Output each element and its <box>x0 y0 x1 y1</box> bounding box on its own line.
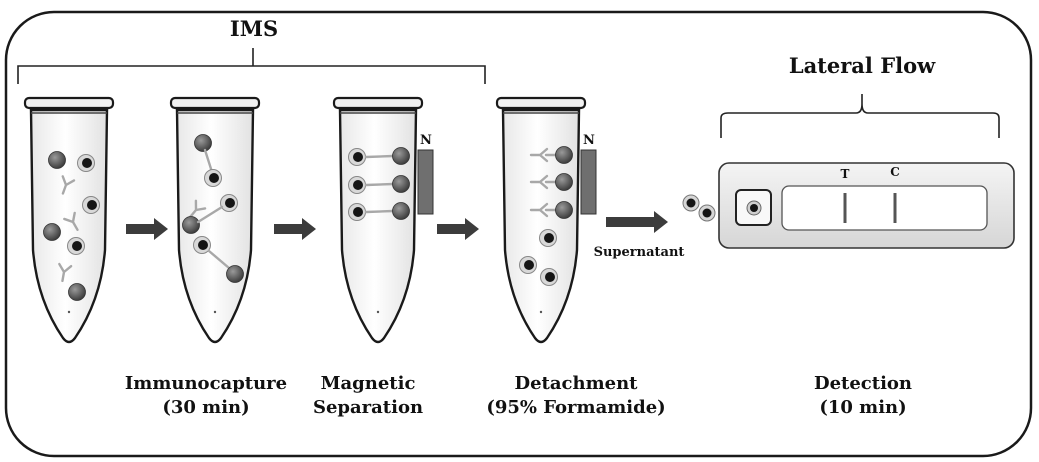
antibody-link <box>364 182 395 187</box>
tube-rim <box>23 96 115 110</box>
magnetic-bead <box>194 134 212 152</box>
test-tube <box>169 96 261 344</box>
antibody <box>58 262 73 283</box>
lateral-flow-cassette <box>718 162 1015 249</box>
antibody-link <box>364 209 395 214</box>
supernatant-label: Supernatant <box>593 245 685 260</box>
target-core <box>209 173 219 183</box>
antibody <box>529 202 549 218</box>
tube-body <box>175 108 255 344</box>
process-arrow <box>274 218 316 240</box>
ims-label: IMS <box>229 16 279 41</box>
antibody <box>189 199 207 219</box>
magnetic-bead <box>43 223 61 241</box>
magnet-label: N <box>420 133 432 148</box>
tube-rim <box>332 96 424 110</box>
tube-rim <box>495 96 587 110</box>
test-tube <box>495 96 587 344</box>
antibody <box>529 174 549 190</box>
magnet-label: N <box>583 133 595 148</box>
target-core <box>72 241 82 251</box>
step-detail: (10 min) <box>819 397 907 418</box>
arrow-group <box>126 211 668 240</box>
tube-body <box>338 108 418 344</box>
target-core <box>544 233 554 243</box>
step-caption-detection: Detection (10 min) <box>788 372 938 420</box>
tube-tip-dot <box>376 310 380 314</box>
process-arrow <box>126 218 168 240</box>
target-core <box>353 152 363 162</box>
target-core <box>353 207 363 217</box>
magnet-bar <box>580 149 597 215</box>
antibody <box>63 211 79 231</box>
magnetic-bead <box>555 173 573 191</box>
test-tube <box>23 96 115 344</box>
step-name: Detection <box>813 373 913 394</box>
target-core <box>545 272 555 282</box>
antibody-link <box>207 249 231 270</box>
process-arrow <box>606 211 668 233</box>
step-caption-magnetic-separation: Magnetic Separation <box>293 372 443 420</box>
tube-tip-dot <box>539 310 543 314</box>
tube-rim <box>169 96 261 110</box>
step-name: Detachment <box>514 373 638 394</box>
process-arrow <box>437 218 479 240</box>
tube-tip-dot <box>213 310 217 314</box>
target-core <box>87 200 97 210</box>
step-detail: (95% Formamide) <box>486 397 666 418</box>
magnetic-bead <box>392 202 410 220</box>
magnetic-bead <box>226 265 244 283</box>
magnetic-bead <box>555 146 573 164</box>
antibody <box>529 147 549 163</box>
step-name: Immunocapture <box>124 373 288 394</box>
control-line-label: C <box>890 165 900 179</box>
target-core <box>225 198 235 208</box>
antibody-link <box>196 205 224 224</box>
test-line-label: T <box>840 167 850 181</box>
antibody-link <box>364 154 395 159</box>
tube-body <box>501 108 581 344</box>
result-window <box>781 185 988 231</box>
magnetic-bead <box>182 216 200 234</box>
ims-bracket <box>17 48 486 84</box>
antibody-link <box>203 148 214 174</box>
test-tube <box>332 96 424 344</box>
tube-group <box>23 96 587 344</box>
magnetic-bead <box>48 151 66 169</box>
antibody <box>61 175 76 195</box>
step-caption-detachment: Detachment (95% Formamide) <box>476 372 676 420</box>
step-detail: Separation <box>312 397 424 418</box>
target-core <box>524 260 534 270</box>
target-core <box>198 240 208 250</box>
magnetic-bead <box>392 175 410 193</box>
released-particles <box>682 194 716 222</box>
magnetic-bead <box>555 201 573 219</box>
step-name: Magnetic <box>320 373 416 394</box>
magnetic-bead <box>392 147 410 165</box>
magnetic-bead <box>68 283 86 301</box>
lateral-flow-label: Lateral Flow <box>788 53 936 78</box>
tube-tip-dot <box>67 310 71 314</box>
lateral-flow-bracket <box>720 94 1000 138</box>
target-core <box>82 158 92 168</box>
step-caption-immunocapture: Immunocapture (30 min) <box>106 372 306 420</box>
step-detail: (30 min) <box>162 397 250 418</box>
target-core <box>353 180 363 190</box>
magnet-bar <box>417 149 434 215</box>
